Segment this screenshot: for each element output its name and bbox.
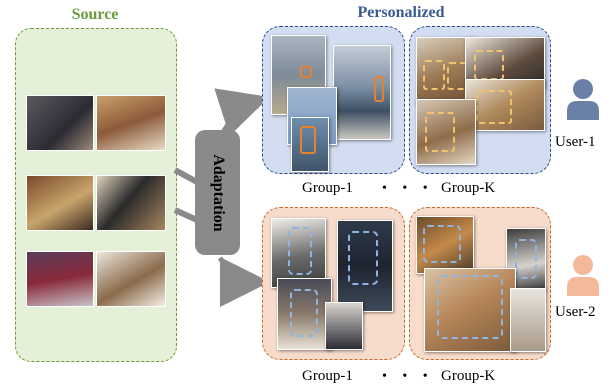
user-2-label: User-2	[555, 304, 596, 320]
room-image	[510, 288, 546, 352]
night-image	[337, 220, 393, 312]
user1-group-k-panel	[409, 26, 551, 174]
user2-group-k-panel	[409, 207, 551, 360]
row1-ellipsis: • • •	[382, 181, 434, 196]
user-1-label: User-1	[555, 134, 596, 150]
person-image	[291, 117, 329, 172]
user-icon	[567, 79, 599, 120]
person-image	[277, 278, 332, 350]
personalized-title: Personalized	[357, 4, 445, 21]
source-photo-cats-on-bed	[26, 251, 94, 307]
street-image	[325, 302, 363, 350]
beach-image	[333, 45, 391, 140]
source-title: Source	[71, 6, 119, 23]
source-photo-woman-eating	[26, 175, 94, 231]
dog-image	[416, 99, 476, 165]
dog-image	[465, 79, 545, 131]
row2-group-k-caption: Group-K	[441, 368, 496, 384]
row1-group-k-caption: Group-K	[441, 180, 496, 196]
adaptation-label: Adaptation	[209, 153, 227, 232]
row2-ellipsis: • • •	[382, 369, 434, 384]
user2-group-1-panel	[262, 207, 405, 360]
source-photo-people-group	[96, 95, 166, 151]
adaptation-block: Adaptation	[195, 130, 240, 255]
dog-image	[424, 268, 516, 352]
source-panel	[15, 28, 177, 362]
user-icon	[567, 255, 599, 296]
user1-group-1-panel	[262, 26, 405, 174]
dog-image	[416, 216, 474, 274]
row2-group-1-caption: Group-1	[302, 368, 353, 384]
source-photo-cat-window	[26, 95, 94, 151]
source-photo-dogs	[96, 251, 166, 307]
source-photo-cat-lying	[96, 175, 166, 231]
row1-group-1-caption: Group-1	[302, 180, 353, 196]
